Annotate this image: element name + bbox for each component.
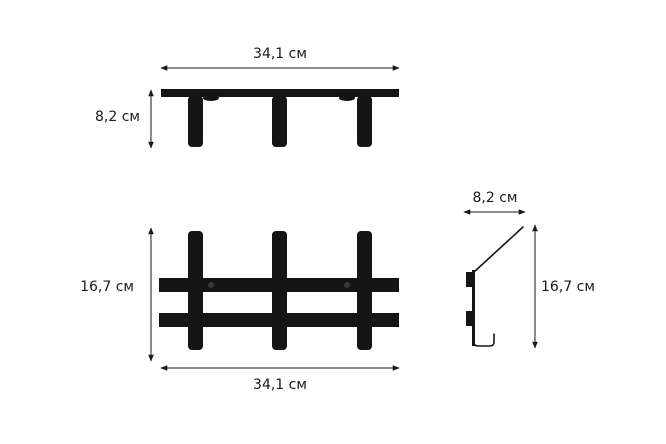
top-view-hook-left	[188, 96, 203, 147]
top-depth-label: 8,2 см	[95, 109, 140, 125]
side-height-label: 16,7 см	[541, 279, 595, 295]
top-view-hook-middle	[272, 96, 287, 147]
side-view-back-plate	[472, 270, 475, 346]
top-view-mount-left	[203, 95, 219, 101]
front-view-rail-lower	[159, 313, 399, 327]
front-view-screw-left	[208, 282, 214, 288]
top-view: 34,1 см 8,2 см	[95, 46, 400, 149]
side-view-rail-upper	[466, 272, 474, 287]
top-view-rail	[161, 89, 399, 97]
front-width-label: 34,1 см	[253, 377, 307, 393]
front-view-screw-right	[344, 282, 350, 288]
front-view-rack	[159, 231, 399, 350]
top-view-hook-right	[357, 96, 372, 147]
top-width-label: 34,1 см	[253, 46, 307, 62]
side-view: 8,2 см 16,7 см	[463, 190, 595, 349]
front-height-label: 16,7 см	[80, 279, 134, 295]
top-view-mount-right	[339, 95, 355, 101]
side-view-rack	[466, 226, 524, 347]
top-view-rack	[161, 89, 399, 147]
front-view: 16,7 см 34,1 см	[80, 227, 400, 393]
front-view-rail-upper	[159, 278, 399, 292]
side-view-rail-lower	[466, 311, 474, 326]
side-view-hook-arm	[473, 226, 524, 347]
side-depth-label: 8,2 см	[473, 190, 518, 206]
